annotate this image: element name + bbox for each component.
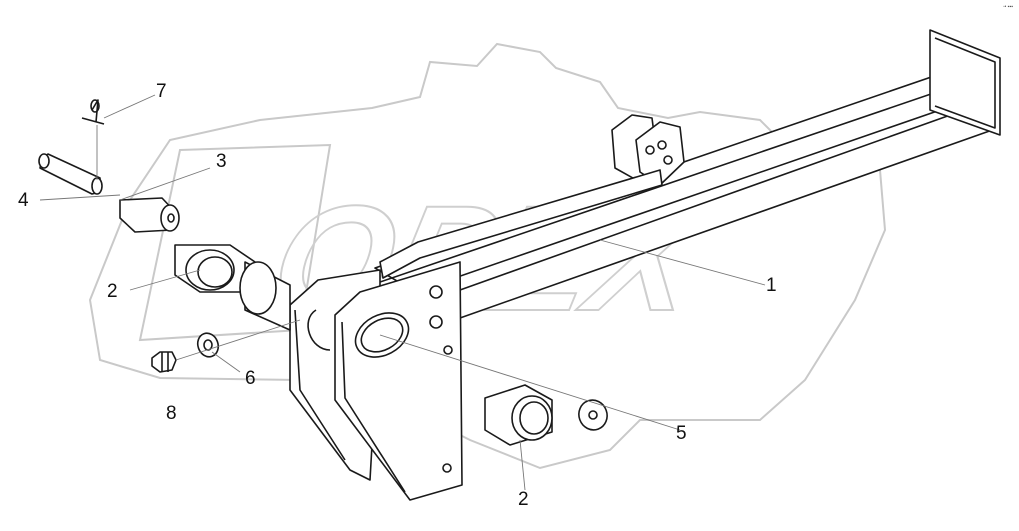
grease-fitting-8 bbox=[151, 351, 177, 373]
leader-lines bbox=[39, 94, 766, 491]
front-bracket-plate bbox=[307, 261, 463, 501]
callout-4: 4 bbox=[18, 190, 29, 211]
callout-3: 3 bbox=[216, 151, 227, 172]
pin-4 bbox=[38, 153, 103, 195]
bushing-upper bbox=[174, 244, 256, 293]
sleeve-tube bbox=[239, 261, 291, 331]
washer-5 bbox=[578, 399, 608, 431]
callout-2-upper: 2 bbox=[107, 281, 118, 302]
bushing-lower bbox=[484, 384, 553, 446]
callout-7: 7 bbox=[156, 81, 167, 102]
upper-plate bbox=[379, 169, 663, 279]
frame-beam bbox=[374, 29, 1001, 319]
watermark-gear bbox=[88, 42, 887, 470]
mounting-lugs bbox=[611, 114, 685, 186]
cotter-pin-7 bbox=[81, 99, 105, 125]
callout-8: 8 bbox=[166, 403, 177, 424]
callout-5: 5 bbox=[676, 423, 687, 444]
callout-1: 1 bbox=[766, 275, 777, 296]
callout-2-lower: 2 bbox=[518, 489, 529, 510]
spacer-3 bbox=[119, 197, 180, 233]
corner-code: ◦• ▪▪▪ bbox=[1002, 4, 1013, 10]
callout-6: 6 bbox=[245, 368, 256, 389]
